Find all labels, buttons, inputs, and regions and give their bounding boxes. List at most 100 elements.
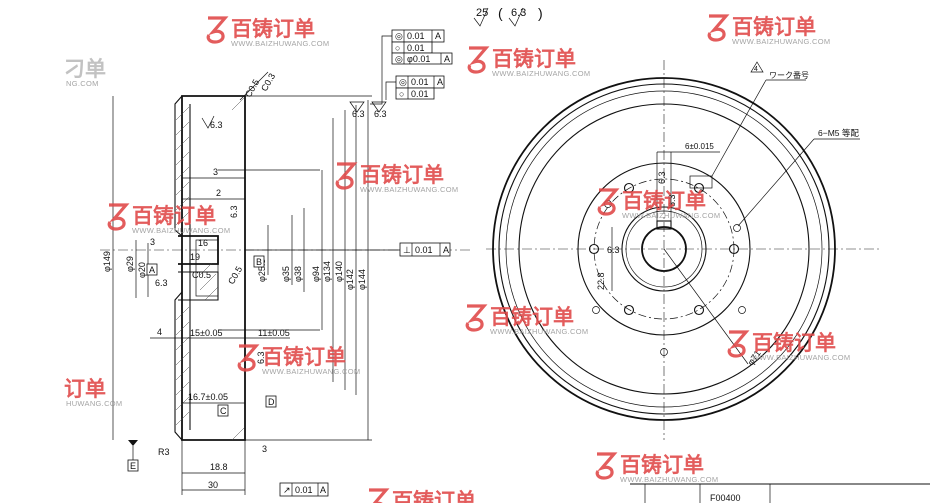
bolt-hole	[623, 304, 635, 316]
watermark-logo: 百铸订单 WWW.BAIZHUWANG.COM	[465, 304, 588, 336]
dim-phi149: φ149	[102, 251, 112, 272]
finish-triangle-icon	[349, 101, 365, 113]
hub-chamfer-circle	[625, 210, 703, 288]
dim-phi142: φ142	[345, 269, 355, 290]
watermark-partial: 订单 HUWANG.COM	[64, 377, 122, 408]
svg-text:F00400: F00400	[710, 493, 741, 503]
svg-text:WWW.BAIZHUWANG.COM: WWW.BAIZHUWANG.COM	[231, 39, 329, 48]
svg-text:0.01: 0.01	[411, 77, 429, 87]
dim-16: 16	[198, 238, 208, 248]
dim-phi29: φ29	[125, 256, 135, 272]
dim-phi134: φ134	[322, 261, 332, 282]
svg-text:HUWANG.COM: HUWANG.COM	[66, 399, 122, 408]
bolt-hole	[592, 306, 600, 314]
finish-6: 6.3	[155, 278, 168, 288]
svg-text:百铸订单: 百铸订单	[392, 489, 476, 503]
watermark-logo: 百铸订单 WWW.BAIZHUWANG.COM	[237, 344, 360, 376]
svg-text:A: A	[435, 31, 441, 41]
bolt-hole	[588, 243, 600, 255]
drum-flange-top	[174, 95, 183, 237]
dim-15: 15±0.05	[190, 328, 222, 338]
dim-phi144: φ144	[357, 269, 367, 290]
watermark-logo: 百铸订单 WWW.BAIZHUWANG.COM	[597, 188, 720, 220]
key-depth-label: 22.8	[596, 272, 606, 290]
dim-19: 19	[190, 252, 200, 262]
svg-text:WWW.BAIZHUWANG.COM: WWW.BAIZHUWANG.COM	[360, 185, 458, 194]
dim-phi94: φ94	[311, 266, 321, 282]
svg-text:WWW.BAIZHUWANG.COM: WWW.BAIZHUWANG.COM	[132, 226, 230, 235]
bolt-holes-label: 6−M5 等配	[818, 128, 859, 138]
work-number-box	[689, 175, 713, 189]
keyway	[656, 220, 672, 230]
title-block-corner: F00400	[630, 483, 930, 503]
svg-text:百铸订单: 百铸订单	[752, 331, 836, 355]
svg-text:WWW.BAIZHUWANG.COM: WWW.BAIZHUWANG.COM	[622, 211, 720, 220]
dim-phi20: φ20	[137, 262, 147, 278]
dim-r3: R3	[158, 447, 170, 457]
svg-text:◎: ◎	[395, 31, 403, 41]
bolt-hole	[693, 304, 705, 316]
svg-text:刁单: 刁单	[64, 57, 106, 81]
dim-3: 3	[213, 167, 218, 177]
dim-phi35: φ35	[281, 266, 291, 282]
watermark-logo: 百铸订单 WWW.BAIZHUWANG.COM	[206, 16, 329, 48]
watermark-logo: 百铸订单 WWW.BAIZHUWANG.COM	[467, 46, 590, 78]
finish-5: 6.3	[256, 351, 266, 364]
dim-30: 30	[208, 480, 218, 490]
finish-c: 6.3	[607, 245, 620, 255]
watermark-partial: 刁单 NG.COM	[64, 57, 106, 88]
finish-3: 6.3	[374, 109, 387, 119]
work-number-label: ワーク番号	[769, 70, 809, 80]
svg-text:0.01: 0.01	[407, 43, 425, 53]
bolt-hole	[728, 243, 740, 255]
finish-2: 6.3	[352, 109, 365, 119]
svg-text:WWW.BAIZHUWANG.COM: WWW.BAIZHUWANG.COM	[492, 69, 590, 78]
watermark-logo: 百铸订单 WWW.BAIZHUWANG.COM	[595, 452, 718, 484]
hub-circle	[621, 206, 707, 292]
drum-rim-circle	[498, 83, 830, 415]
hub-keyway	[195, 239, 219, 297]
svg-text:φ0.01: φ0.01	[407, 54, 430, 64]
svg-text:0.01: 0.01	[407, 31, 425, 41]
bolt-hole	[733, 224, 741, 232]
chamfer-top-2: C0.3	[259, 72, 277, 93]
finish-paren-open: (	[498, 5, 503, 21]
watermark-logo: 百铸订单 WWW.BAIZHUWANG.COM	[335, 162, 458, 194]
datum-labels: A B C D E	[127, 255, 277, 472]
chamfer-c05: C0.5	[192, 270, 211, 280]
section-hatching	[175, 97, 245, 441]
svg-text:◎: ◎	[395, 54, 403, 64]
finish-4: 6.3	[229, 205, 239, 218]
svg-text:订单: 订单	[64, 377, 106, 401]
dim-3-tol: 3	[150, 237, 155, 247]
watermarks: 百铸订单 WWW.BAIZHUWANG.COM 百铸订单 WWW.BAIZHUW…	[64, 14, 850, 503]
dim-16-7: 16.7±0.05	[188, 392, 228, 402]
svg-text:○: ○	[399, 89, 404, 99]
svg-text:⊥: ⊥	[403, 245, 411, 255]
tolerance-frames-top: ◎ 0.01 A ○ 0.01 ◎ φ0.01 A ◎ 0.01 A ○ 0.0…	[370, 29, 453, 105]
dim-11: 11±0.05	[258, 328, 290, 338]
svg-text:↗: ↗	[283, 485, 291, 495]
note-triangle-icon	[750, 61, 764, 73]
datum-b: B	[256, 257, 262, 267]
svg-text:百铸订单: 百铸订单	[732, 15, 816, 39]
finish-a: 6.3	[657, 171, 667, 184]
watermark-logo: 百铸订单 WWW.BAIZHUWANG.COM	[107, 203, 230, 235]
front-labels: 4 ワーク番号 6±0.015 6−M5 等配 22.8 6.3 6.3 6.3…	[596, 61, 860, 367]
svg-text:百铸订单: 百铸订单	[620, 453, 704, 477]
svg-text:A: A	[444, 54, 450, 64]
svg-text:0.01: 0.01	[295, 485, 313, 495]
bolt-hole	[738, 306, 746, 314]
svg-text:0.01: 0.01	[415, 245, 433, 255]
dim-phi25-5: φ25.5	[257, 259, 267, 282]
drum-outer-circle	[492, 77, 836, 421]
flange-circle	[577, 162, 751, 336]
bolt-hole	[660, 348, 668, 356]
drum-flange-bottom	[174, 291, 183, 441]
dim-phi38: φ38	[293, 266, 303, 282]
svg-text:百铸订单: 百铸订单	[132, 204, 216, 228]
svg-text:百铸订单: 百铸订单	[492, 47, 576, 71]
finish-1: 6.3	[210, 120, 223, 130]
